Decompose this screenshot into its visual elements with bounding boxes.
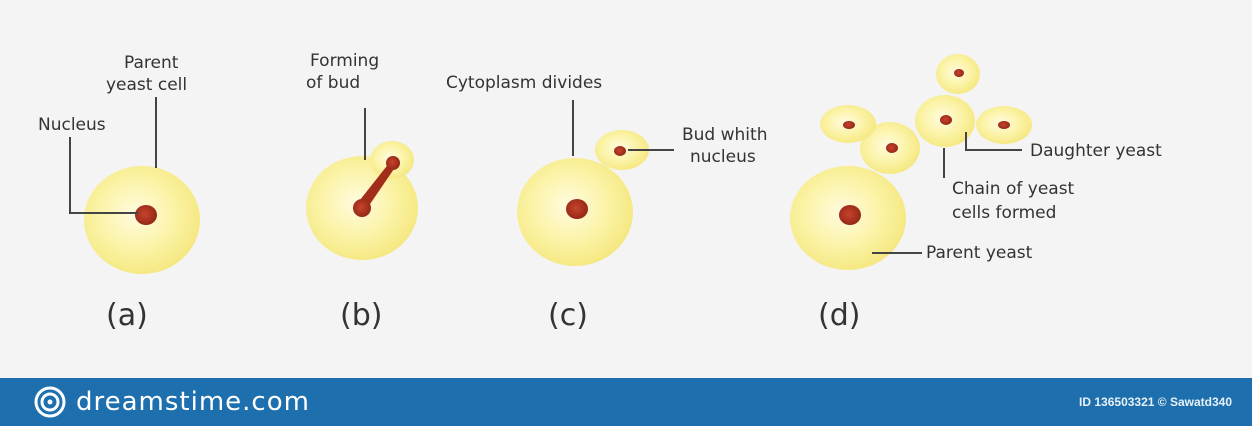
daughter-yeast-label: Daughter yeast — [1030, 141, 1162, 161]
nucleus-b-tip — [386, 156, 400, 170]
nucleus-chain-1 — [886, 143, 898, 153]
cytoplasm-divides-label: Cytoplasm divides — [446, 73, 602, 93]
nucleus-label: Nucleus — [38, 115, 106, 135]
nucleus-c — [566, 199, 588, 219]
stage-label-c: (c) — [548, 298, 588, 333]
nucleus-side-left — [843, 121, 855, 129]
yeast-budding-diagram: Nucleus Parent yeast cell (a) Forming of… — [0, 0, 1252, 378]
forming-of-bud-label-2: of bud — [306, 73, 360, 93]
bud-with-nucleus-label-1: Bud whith — [682, 125, 767, 145]
watermark-footer: dreamstime.com ID 136503321 © Sawatd340 — [0, 378, 1252, 426]
brand: dreamstime.com — [34, 386, 310, 418]
stage-b: Forming of bud (b) — [306, 51, 418, 333]
chain-label-2: cells formed — [952, 203, 1056, 223]
parent-yeast-label: Parent yeast — [926, 243, 1033, 263]
stage-label-a: (a) — [106, 298, 148, 333]
nucleus-b-base — [353, 199, 371, 217]
stage-d: Daughter yeast Chain of yeast cells form… — [790, 54, 1162, 333]
bud-with-nucleus-label-2: nucleus — [690, 147, 756, 167]
parent-yeast-cell-label-1: Parent — [124, 53, 179, 73]
stage-a: Nucleus Parent yeast cell (a) — [38, 53, 200, 333]
nucleus-chain-2 — [940, 115, 952, 125]
nucleus-parent-d — [839, 205, 861, 225]
stage-label-b: (b) — [340, 298, 382, 333]
nucleus-top — [954, 69, 964, 77]
parent-yeast-cell-label-2: yeast cell — [106, 75, 187, 95]
bud-nucleus-c — [614, 146, 626, 156]
chain-label-1: Chain of yeast — [952, 179, 1075, 199]
spiral-logo-icon — [34, 386, 66, 418]
brand-name: dreamstime.com — [76, 387, 310, 417]
stage-c: Cytoplasm divides Bud whith nucleus (c) — [446, 73, 767, 333]
image-credit: ID 136503321 © Sawatd340 — [1079, 395, 1232, 409]
nucleus-a — [135, 205, 157, 225]
nucleus-daughter — [998, 121, 1010, 129]
forming-of-bud-label-1: Forming — [310, 51, 379, 71]
stage-label-d: (d) — [818, 298, 860, 333]
